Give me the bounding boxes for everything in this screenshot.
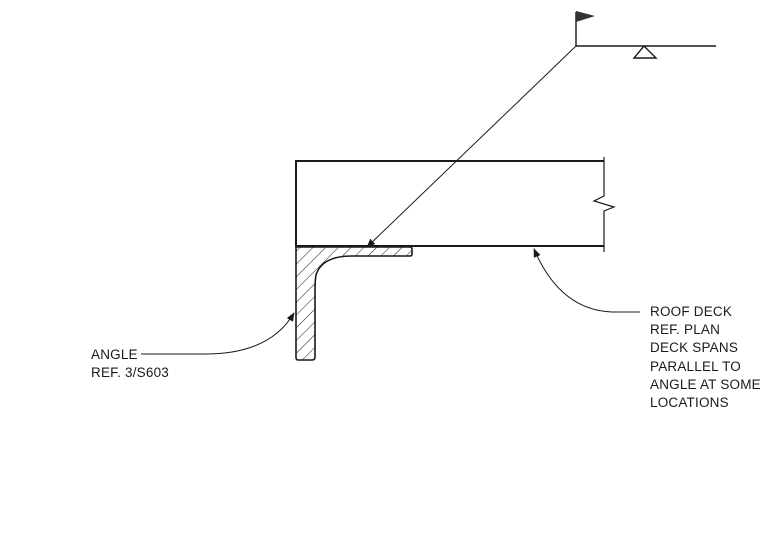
angle-callout-line: REF. 3/S603	[91, 365, 169, 381]
roof-deck-callout-line: ROOF DECK	[650, 304, 733, 319]
angle-callout-line: ANGLE	[91, 347, 138, 362]
angle-callout: ANGLE REF. 3/S603	[91, 346, 169, 382]
roof-deck	[295, 157, 616, 252]
elevation-reference	[575, 11, 716, 59]
roof-deck-outline	[295, 160, 604, 247]
roof-deck-callout-line: ANGLE AT SOME	[650, 376, 760, 392]
flag-icon	[576, 11, 595, 22]
roof-deck-callout-line: REF. PLAN	[650, 322, 721, 338]
break-line	[592, 157, 616, 252]
roof-deck-callout: ROOF DECK REF. PLAN DECK SPANS PARALLEL …	[650, 303, 760, 412]
roof-deck-callout-line: PARALLEL TO	[650, 358, 741, 374]
deck-leader	[533, 248, 640, 313]
steel-angle	[295, 246, 413, 361]
angle-leader	[141, 312, 295, 355]
roof-deck-callout-line: DECK SPANS	[650, 340, 739, 356]
elevation-marker-icon	[632, 44, 658, 59]
steel-angle-section	[295, 246, 413, 361]
roof-deck-callout-line: LOCATIONS	[650, 395, 729, 411]
elevation-leader	[366, 45, 577, 248]
